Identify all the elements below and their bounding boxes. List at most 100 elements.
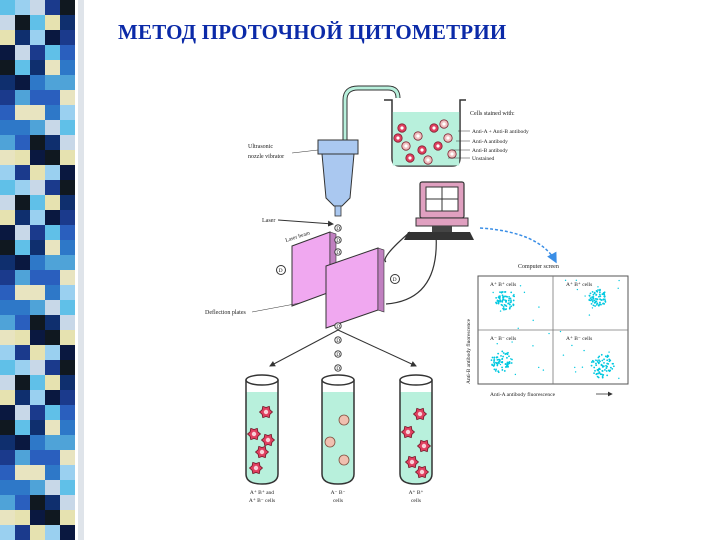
scatter-dot bbox=[595, 298, 598, 300]
beaker-cell-nucleus bbox=[426, 158, 430, 162]
scatter-dot bbox=[510, 299, 512, 302]
scatter-dot bbox=[492, 365, 495, 367]
scatter-dot bbox=[502, 305, 505, 308]
computer-cable-1 bbox=[384, 231, 411, 263]
tube-glass bbox=[399, 380, 433, 485]
stripe-block bbox=[0, 315, 15, 330]
scatter-dot bbox=[602, 302, 605, 305]
stripe-block bbox=[0, 255, 15, 270]
stripe-block bbox=[15, 210, 30, 225]
stripe-block bbox=[15, 405, 30, 420]
scatter-dot bbox=[509, 306, 511, 309]
beaker-cell-nucleus bbox=[396, 136, 400, 140]
laser-label: Laser bbox=[262, 218, 275, 224]
stripe-block bbox=[15, 240, 30, 255]
stripe-block bbox=[60, 15, 75, 30]
stripe-block bbox=[15, 270, 30, 285]
scatter-dot bbox=[594, 301, 597, 304]
scatter-dot bbox=[512, 299, 515, 302]
scatter-dot bbox=[606, 374, 609, 377]
stripe-block bbox=[45, 210, 60, 225]
stripe-block bbox=[0, 495, 15, 510]
stripe-block bbox=[60, 240, 75, 255]
scatter-dot bbox=[594, 369, 596, 372]
scatter-dot bbox=[603, 295, 606, 298]
scatter-dot bbox=[595, 300, 598, 303]
unlabeled-cell bbox=[324, 436, 336, 448]
cell-nucleus bbox=[265, 437, 271, 443]
scatter-dot bbox=[501, 357, 504, 360]
stripe-block bbox=[60, 435, 75, 450]
scatter-dot bbox=[598, 291, 601, 294]
tube-rim bbox=[399, 374, 433, 386]
stripe-block bbox=[0, 480, 15, 495]
scatter-dot bbox=[588, 314, 591, 316]
stripe-block bbox=[15, 225, 30, 240]
stripe-block bbox=[15, 165, 30, 180]
scatter-dot bbox=[588, 298, 591, 301]
scatter-dot bbox=[590, 361, 593, 363]
stripe-block bbox=[60, 360, 75, 375]
stripe-block bbox=[30, 210, 45, 225]
beaker-item-1: Anti-A + Anti-B antibody bbox=[472, 129, 529, 135]
stripe-block bbox=[0, 105, 15, 120]
scatter-dot bbox=[504, 353, 507, 355]
stripe-block bbox=[60, 270, 75, 285]
sample-tube bbox=[342, 85, 401, 140]
droplet-label: D bbox=[336, 238, 340, 244]
scatter-dot bbox=[592, 293, 595, 296]
scatter-dot bbox=[575, 279, 578, 281]
tube-label-line2: cells bbox=[333, 498, 343, 504]
stripe-block bbox=[15, 45, 30, 60]
scatter-dot bbox=[601, 359, 604, 362]
stripe-block bbox=[45, 180, 60, 195]
stripe-block bbox=[0, 210, 15, 225]
stripe-block bbox=[0, 375, 15, 390]
scatter-dot bbox=[602, 374, 605, 376]
scatter-dot bbox=[508, 303, 511, 306]
scatter-dot bbox=[504, 299, 507, 302]
scatter-dot bbox=[591, 300, 594, 303]
stripe-block bbox=[0, 390, 15, 405]
stripe-block bbox=[60, 315, 75, 330]
stripe-block bbox=[15, 60, 30, 75]
scatter-dot bbox=[510, 358, 512, 360]
cell-nucleus bbox=[263, 409, 269, 415]
scatter-dot bbox=[581, 366, 584, 368]
stripe-block bbox=[60, 450, 75, 465]
scatter-dot bbox=[603, 291, 606, 294]
stripe-block bbox=[30, 150, 45, 165]
stripe-block bbox=[45, 225, 60, 240]
scatter-dot bbox=[595, 373, 598, 376]
scatter-dot bbox=[604, 299, 607, 302]
stripe-block bbox=[60, 495, 75, 510]
stripe-block bbox=[30, 315, 45, 330]
droplet bbox=[334, 236, 342, 244]
scatter-dot bbox=[596, 290, 599, 293]
scatter-dot bbox=[499, 297, 501, 299]
stripe-block bbox=[60, 345, 75, 360]
beaker-cells bbox=[393, 119, 457, 165]
stripe-block bbox=[45, 150, 60, 165]
scatter-dot bbox=[591, 359, 594, 362]
scatter-dot bbox=[499, 299, 502, 302]
stripe-block bbox=[30, 90, 45, 105]
stripe-block bbox=[45, 15, 60, 30]
scatter-dot bbox=[608, 351, 610, 353]
stripe-block bbox=[30, 510, 45, 525]
scatter-dot bbox=[501, 299, 504, 301]
scatter-dot bbox=[600, 363, 603, 366]
scatter-dot bbox=[506, 361, 509, 364]
scatter-dot bbox=[589, 297, 592, 300]
stripe-block bbox=[60, 150, 75, 165]
scatter-dot bbox=[598, 371, 601, 374]
stripe-block bbox=[45, 270, 60, 285]
stripe-block bbox=[0, 225, 15, 240]
scatter-dot bbox=[501, 304, 504, 307]
beaker-item-3: Anti-B antibody bbox=[472, 148, 508, 154]
scatter-dot bbox=[597, 286, 599, 288]
scatter-dot bbox=[608, 358, 611, 361]
stripe-block bbox=[60, 30, 75, 45]
